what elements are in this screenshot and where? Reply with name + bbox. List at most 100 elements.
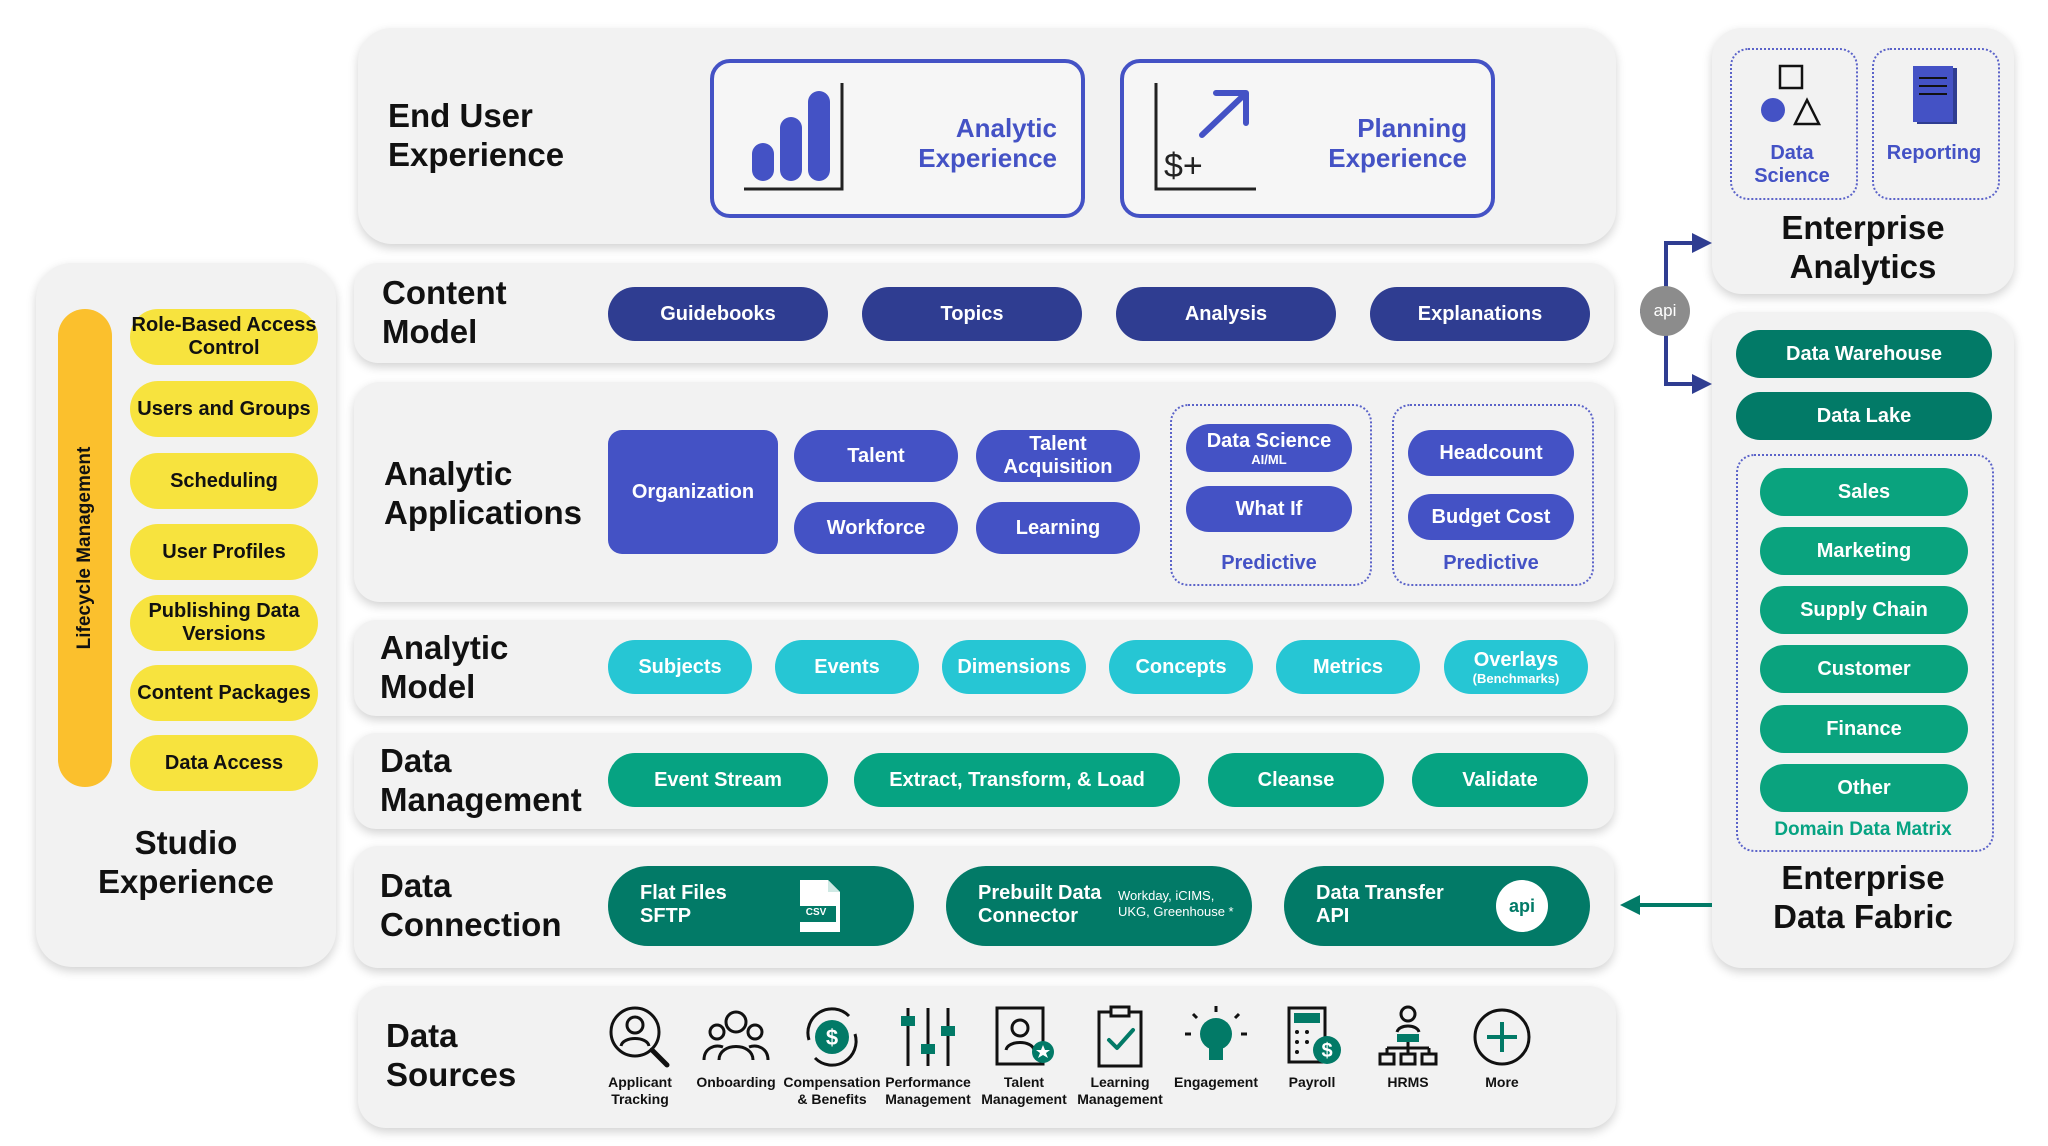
source-learning-management[interactable]: Learning Management: [1065, 1004, 1175, 1108]
source-label: Talent Management: [981, 1074, 1067, 1107]
marketing-pill[interactable]: Marketing: [1760, 527, 1968, 575]
document-icon: [1913, 66, 1957, 124]
sales-pill[interactable]: Sales: [1760, 468, 1968, 516]
group-icon: [702, 1010, 770, 1061]
studio-experience-panel: Lifecycle Management Role-Based Access C…: [36, 263, 336, 967]
reporting-card[interactable]: [1872, 48, 2000, 200]
source-compensation-benefits[interactable]: $ Compensation & Benefits: [777, 1004, 887, 1108]
source-engagement[interactable]: Engagement: [1161, 1004, 1271, 1091]
what-if-pill[interactable]: What If: [1186, 486, 1352, 532]
organization-tile[interactable]: Organization: [608, 430, 778, 554]
svg-text:$+: $+: [1164, 147, 1203, 185]
prebuilt-data-connector-label: Prebuilt Data Connector: [978, 882, 1102, 927]
talent-acquisition-pill[interactable]: Talent Acquisition: [976, 430, 1140, 482]
source-label: HRMS: [1387, 1074, 1429, 1090]
predictive-box-b: [1392, 404, 1594, 586]
supply-chain-pill[interactable]: Supply Chain: [1760, 586, 1968, 634]
source-label: Payroll: [1288, 1074, 1336, 1090]
enterprise-analytics-panel: Data Science Reporting Enterprise Analyt…: [1712, 28, 2014, 294]
enterprise-analytics-title: Enterprise Analytics: [1781, 209, 1945, 285]
dollar-cycle-icon: $: [806, 1007, 858, 1067]
analysis-pill[interactable]: Analysis: [1116, 287, 1336, 341]
source-payroll[interactable]: $ Payroll: [1257, 1004, 1367, 1091]
source-talent-management[interactable]: Talent Management: [969, 1004, 1079, 1108]
data-access-pill[interactable]: Data Access: [130, 735, 318, 791]
svg-text:$: $: [1321, 1040, 1332, 1062]
person-magnifier-icon: [609, 1006, 670, 1068]
learning-pill[interactable]: Learning: [976, 502, 1140, 554]
clipboard-check-icon: [1097, 1005, 1143, 1068]
planning-experience-card[interactable]: $+ Planning Experience: [1120, 59, 1495, 218]
analytic-experience-card[interactable]: Analytic Experience: [710, 59, 1085, 218]
validate-pill[interactable]: Validate: [1412, 753, 1588, 807]
content-model-panel: Content Model Guidebooks Topics Analysis…: [354, 263, 1614, 363]
benchmarks-sublabel: (Benchmarks): [1472, 670, 1560, 686]
workforce-pill[interactable]: Workforce: [794, 502, 958, 554]
explanations-pill[interactable]: Explanations: [1370, 287, 1590, 341]
predictive-box-a: [1170, 404, 1372, 586]
data-science-label: Data Science: [1754, 142, 1830, 187]
lifecycle-management-label: Lifecycle Management: [74, 446, 95, 650]
source-applicant-tracking[interactable]: Applicant Tracking: [585, 1004, 695, 1108]
user-profiles-pill[interactable]: User Profiles: [130, 524, 318, 580]
data-sources-title: Data Sources: [386, 1017, 517, 1093]
guidebooks-pill[interactable]: Guidebooks: [608, 287, 828, 341]
metrics-pill[interactable]: Metrics: [1276, 640, 1420, 694]
enterprise-data-fabric-title: Enterprise Data Fabric: [1773, 859, 1953, 935]
end-user-experience-title: End User Experience: [388, 97, 565, 173]
data-science-card[interactable]: [1730, 48, 1858, 200]
dollar-plus-growth-icon: $+: [1154, 83, 1256, 191]
scheduling-pill[interactable]: Scheduling: [130, 453, 318, 509]
finance-pill[interactable]: Finance: [1760, 705, 1968, 753]
analytic-model-panel: Analytic Model Subjects Events Dimension…: [354, 620, 1614, 716]
end-user-experience-panel: End User Experience Analytic Experience …: [358, 28, 1616, 244]
data-transfer-api-pill[interactable]: Data Transfer API api: [1284, 866, 1590, 946]
data-lake-pill[interactable]: Data Lake: [1736, 392, 1992, 440]
predictive-label-a: Predictive: [1221, 552, 1317, 574]
api-connector-badge: api: [1640, 286, 1690, 336]
reporting-label: Reporting: [1886, 142, 1982, 164]
source-performance-management[interactable]: Performance Management: [873, 1004, 983, 1108]
other-pill[interactable]: Other: [1760, 764, 1968, 812]
data-sources-panel: Data Sources Applicant Tracking Onboardi…: [358, 986, 1616, 1128]
dimensions-pill[interactable]: Dimensions: [942, 640, 1086, 694]
events-pill[interactable]: Events: [775, 640, 919, 694]
budget-cost-pill[interactable]: Budget Cost: [1408, 494, 1574, 540]
planning-experience-label: Planning Experience: [1328, 113, 1467, 173]
overlays-pill[interactable]: Overlays (Benchmarks): [1444, 640, 1588, 694]
prebuilt-data-connector-pill[interactable]: Prebuilt Data Connector Workday, iCIMS, …: [946, 866, 1252, 946]
source-label: Performance Management: [885, 1074, 971, 1107]
api-badge-icon: api: [1496, 880, 1548, 932]
source-more[interactable]: More: [1447, 1004, 1557, 1091]
content-packages-pill[interactable]: Content Packages: [130, 665, 318, 721]
topics-pill[interactable]: Topics: [862, 287, 1082, 341]
customer-pill[interactable]: Customer: [1760, 645, 1968, 693]
data-transfer-api-label: Data Transfer API: [1316, 882, 1444, 927]
role-based-access-control-pill[interactable]: Role-Based Access Control: [130, 309, 318, 365]
enterprise-data-fabric-panel: Data Warehouse Data Lake Sales Marketing…: [1712, 312, 2014, 968]
data-science-pill[interactable]: Data Science AI/ML: [1186, 424, 1352, 472]
bar-chart-icon: [744, 83, 844, 191]
publishing-data-versions-pill[interactable]: Publishing Data Versions: [130, 595, 318, 651]
source-hrms[interactable]: HRMS: [1353, 1004, 1463, 1091]
cleanse-pill[interactable]: Cleanse: [1208, 753, 1384, 807]
content-model-title: Content Model: [382, 274, 507, 350]
predictive-label-b: Predictive: [1443, 552, 1539, 574]
flat-files-sftp-pill[interactable]: Flat Files SFTP CSV: [608, 866, 914, 946]
data-connection-panel: Data Connection Flat Files SFTP CSV Preb…: [354, 846, 1614, 968]
data-connection-title: Data Connection: [380, 867, 562, 943]
calculator-dollar-icon: $: [1287, 1006, 1341, 1064]
event-stream-pill[interactable]: Event Stream: [608, 753, 828, 807]
talent-pill[interactable]: Talent: [794, 430, 958, 482]
etl-pill[interactable]: Extract, Transform, & Load: [854, 753, 1180, 807]
source-onboarding[interactable]: Onboarding: [681, 1004, 791, 1091]
overlays-label: Overlays: [1473, 648, 1559, 671]
concepts-pill[interactable]: Concepts: [1109, 640, 1253, 694]
users-and-groups-pill[interactable]: Users and Groups: [130, 381, 318, 437]
analytic-model-title: Analytic Model: [380, 629, 509, 705]
analytic-applications-title: Analytic Applications: [384, 455, 583, 531]
subjects-pill[interactable]: Subjects: [608, 640, 752, 694]
data-warehouse-pill[interactable]: Data Warehouse: [1736, 330, 1992, 378]
headcount-pill[interactable]: Headcount: [1408, 430, 1574, 476]
lifecycle-management-bar: Lifecycle Management: [58, 309, 112, 787]
